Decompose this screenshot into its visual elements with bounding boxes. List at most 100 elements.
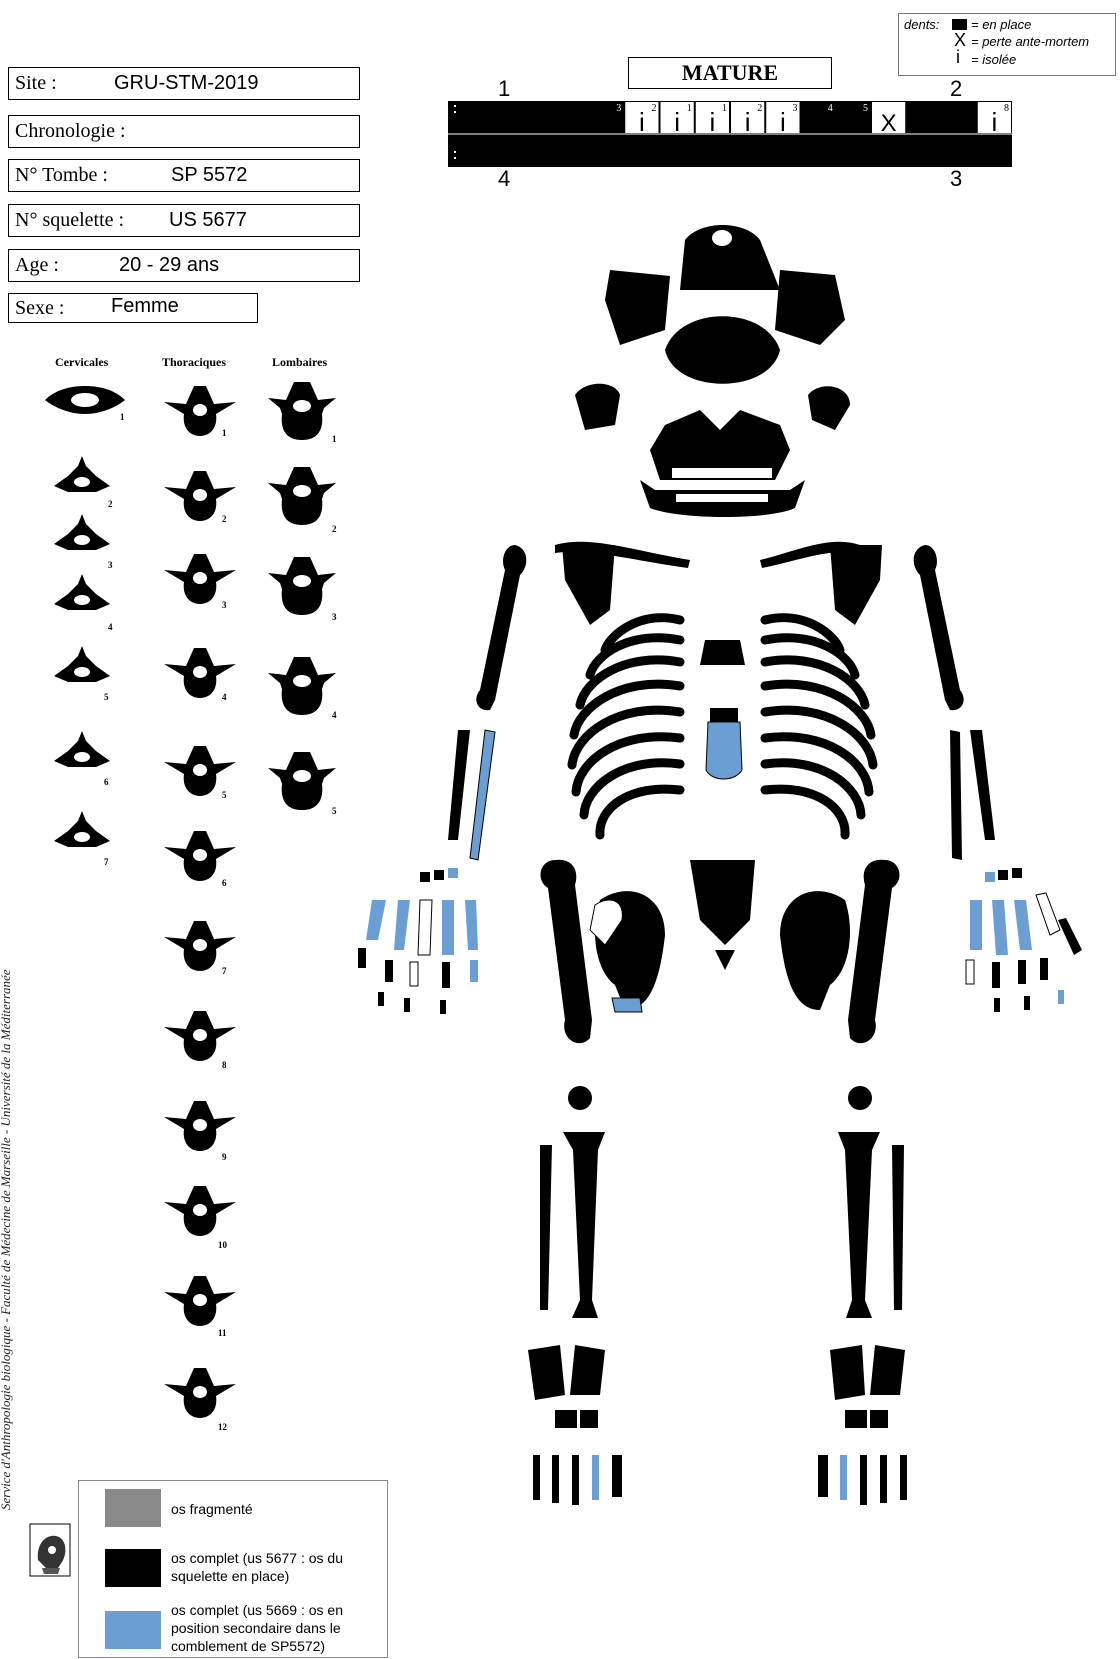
hand-right bbox=[966, 868, 1082, 1012]
quadrant-2: 2 bbox=[950, 76, 962, 102]
vertebra-t8 bbox=[164, 1011, 236, 1061]
vertebra-c6 bbox=[54, 731, 110, 767]
sternum-body bbox=[706, 722, 742, 779]
legend-complet-5669: os complet (us 5669 : os en position sec… bbox=[171, 1601, 391, 1655]
l-num: 4 bbox=[332, 710, 337, 720]
t-num: 8 bbox=[222, 1060, 227, 1070]
t-num: 6 bbox=[222, 878, 227, 888]
tooth-number: 2 bbox=[757, 103, 762, 114]
vertebra-t7 bbox=[164, 921, 236, 971]
quadrant-3: 3 bbox=[950, 166, 962, 192]
legend-row-5669: os complet (us 5669 : os en position sec… bbox=[79, 1599, 387, 1659]
patella-left bbox=[568, 1086, 592, 1110]
lab-logo bbox=[28, 1522, 72, 1578]
vertebra-c1 bbox=[45, 386, 125, 414]
complete-5669-swatch bbox=[105, 1611, 161, 1649]
c-num: 4 bbox=[108, 622, 113, 632]
vertebra-t4 bbox=[164, 648, 236, 698]
t-num: 4 bbox=[222, 692, 227, 702]
legend-row-fragmente: os fragmenté bbox=[79, 1481, 387, 1537]
humerus-right bbox=[914, 545, 964, 710]
humerus-left bbox=[476, 545, 526, 710]
tooth-lost-mark: X bbox=[881, 110, 897, 137]
tooth-number: 3 bbox=[616, 103, 621, 114]
skull-temporal-right bbox=[808, 386, 850, 430]
t-num: 7 bbox=[222, 966, 227, 976]
t-num: 12 bbox=[218, 1422, 228, 1432]
tibia-right bbox=[838, 1132, 880, 1318]
vertebra-t6 bbox=[164, 831, 236, 881]
t-num: 2 bbox=[222, 514, 227, 524]
l-num: 3 bbox=[332, 612, 337, 622]
skull-parietal-left bbox=[605, 270, 670, 345]
vertebra-t11 bbox=[164, 1276, 236, 1326]
skull-parietal-right bbox=[775, 270, 845, 345]
l-num: 5 bbox=[332, 806, 337, 816]
skull-frontal bbox=[665, 316, 780, 384]
dentition-legend: dents: = en place X = perte ante-mortem … bbox=[898, 13, 1116, 76]
t-num: 9 bbox=[222, 1152, 227, 1162]
dent-legend-prefix: dents: bbox=[904, 17, 939, 32]
vertebra-l3 bbox=[268, 557, 336, 615]
vertebrae-chart: 1 2 3 4 5 6 7 1 2 3 4 5 6 7 8 9 10 11 12… bbox=[0, 0, 360, 1460]
tooth-isolated-mark: i bbox=[780, 107, 786, 137]
femur-right bbox=[848, 860, 899, 1043]
vertebra-c3 bbox=[54, 514, 110, 550]
ulna-left bbox=[448, 730, 470, 840]
ribs-left bbox=[572, 618, 680, 835]
legend-fragmente: os fragmenté bbox=[171, 1500, 253, 1518]
coccyx bbox=[715, 950, 735, 970]
fibula-left bbox=[540, 1145, 552, 1310]
foot-left bbox=[528, 1345, 622, 1505]
tooth-number: 8 bbox=[1004, 103, 1009, 114]
legend-row-5677: os complet (us 5677 : os du squelette en… bbox=[79, 1541, 387, 1597]
complete-5677-swatch bbox=[105, 1549, 161, 1587]
tooth-number: 1 bbox=[722, 103, 727, 114]
c-num: 1 bbox=[120, 412, 125, 422]
sacrum bbox=[690, 860, 755, 945]
vertebra-t9 bbox=[164, 1101, 236, 1151]
vertebra-t3 bbox=[164, 554, 236, 604]
vertebra-l2 bbox=[268, 467, 336, 525]
vertebra-l1 bbox=[268, 382, 336, 440]
maturity-title: MATURE bbox=[628, 57, 832, 89]
vertebra-c4 bbox=[54, 574, 110, 610]
c-num: 6 bbox=[104, 777, 109, 787]
t-num: 11 bbox=[218, 1328, 227, 1338]
ribs-right bbox=[765, 618, 873, 835]
tibia-left bbox=[563, 1132, 605, 1318]
tooth-isolated-mark: i bbox=[639, 107, 645, 137]
dent-legend-isolee: = isolée bbox=[971, 52, 1016, 67]
tooth-number: 4 bbox=[828, 103, 833, 114]
scapula-right bbox=[830, 545, 882, 625]
tooth-number: 1 bbox=[687, 103, 692, 114]
fragment-swatch bbox=[105, 1489, 161, 1527]
tooth-isolated-mark: i bbox=[991, 107, 997, 137]
vertebra-l5 bbox=[268, 752, 336, 810]
vertebra-c2 bbox=[54, 456, 110, 492]
radius-right bbox=[950, 730, 962, 860]
bone-legend: os fragmenté os complet (us 5677 : os du… bbox=[78, 1480, 388, 1658]
foot-right bbox=[818, 1345, 907, 1505]
credit-text: Service d'Anthropologie biologique - Fac… bbox=[0, 969, 14, 1510]
vertebra-t12 bbox=[164, 1368, 236, 1418]
t-num: 3 bbox=[222, 600, 227, 610]
quadrant-1: 1 bbox=[498, 76, 510, 102]
skull-temporal-left bbox=[575, 384, 620, 430]
l-num: 1 bbox=[332, 434, 337, 444]
en-place-swatch bbox=[952, 19, 967, 30]
tooth-isolated-mark: i bbox=[674, 107, 680, 137]
manubrium bbox=[700, 640, 745, 665]
radius-left bbox=[470, 730, 495, 860]
tooth-number: 5 bbox=[863, 103, 868, 114]
c-num: 7 bbox=[104, 857, 109, 867]
c-num: 2 bbox=[108, 499, 113, 509]
l-num: 2 bbox=[332, 524, 337, 534]
femur-left bbox=[541, 860, 592, 1043]
ulna-right bbox=[970, 730, 995, 840]
quadrant-4: 4 bbox=[498, 166, 510, 192]
tooth-isolated-mark: i bbox=[709, 107, 715, 137]
os-coxae-right bbox=[780, 891, 850, 1010]
t-num: 10 bbox=[218, 1240, 228, 1250]
vertebra-t5 bbox=[164, 746, 236, 796]
